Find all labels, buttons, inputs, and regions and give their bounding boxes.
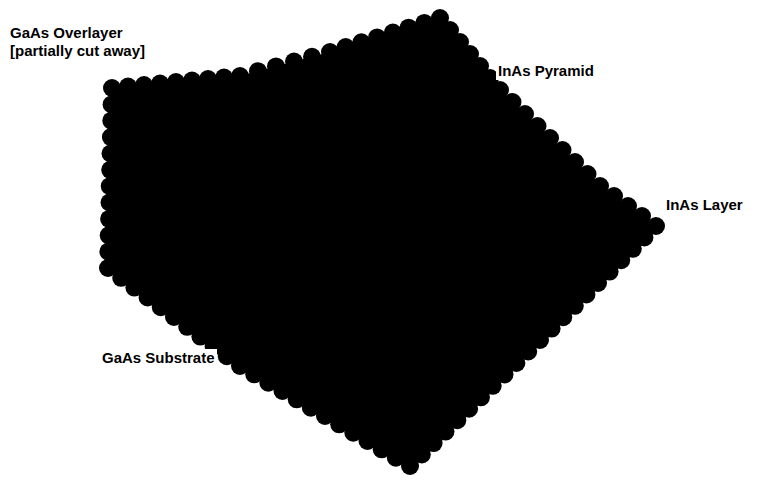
atom (99, 243, 117, 261)
pyramid-label: InAs Pyramid (496, 62, 596, 80)
atom (119, 78, 137, 96)
atom (100, 226, 118, 244)
atom (231, 67, 249, 85)
atom (101, 161, 119, 179)
atom-spheres (99, 9, 665, 475)
atom (100, 210, 118, 228)
atom (215, 69, 233, 87)
atom (101, 194, 119, 212)
atom (99, 259, 117, 277)
layer-label: InAs Layer (664, 196, 745, 214)
atom (103, 79, 121, 97)
overlayer-label: GaAs Overlayer [partially cut away] (8, 24, 172, 60)
atom (337, 38, 355, 56)
atom (102, 145, 120, 163)
atom (249, 62, 267, 80)
atom (415, 14, 433, 32)
atom (102, 112, 120, 130)
atom (368, 28, 386, 46)
substrate-label: GaAs Substrate (100, 349, 217, 367)
atom (199, 70, 217, 88)
atom (183, 72, 201, 90)
atom (384, 24, 402, 42)
atom (303, 48, 321, 66)
atom (151, 75, 169, 93)
crystal-body (108, 18, 656, 466)
atom (321, 43, 339, 61)
atom (285, 53, 303, 71)
atom (102, 128, 120, 146)
atom (101, 177, 119, 195)
atom (135, 76, 153, 94)
atom (267, 57, 285, 75)
atom (103, 95, 121, 113)
atom (352, 33, 370, 51)
atom (400, 19, 418, 37)
atom (167, 73, 185, 91)
